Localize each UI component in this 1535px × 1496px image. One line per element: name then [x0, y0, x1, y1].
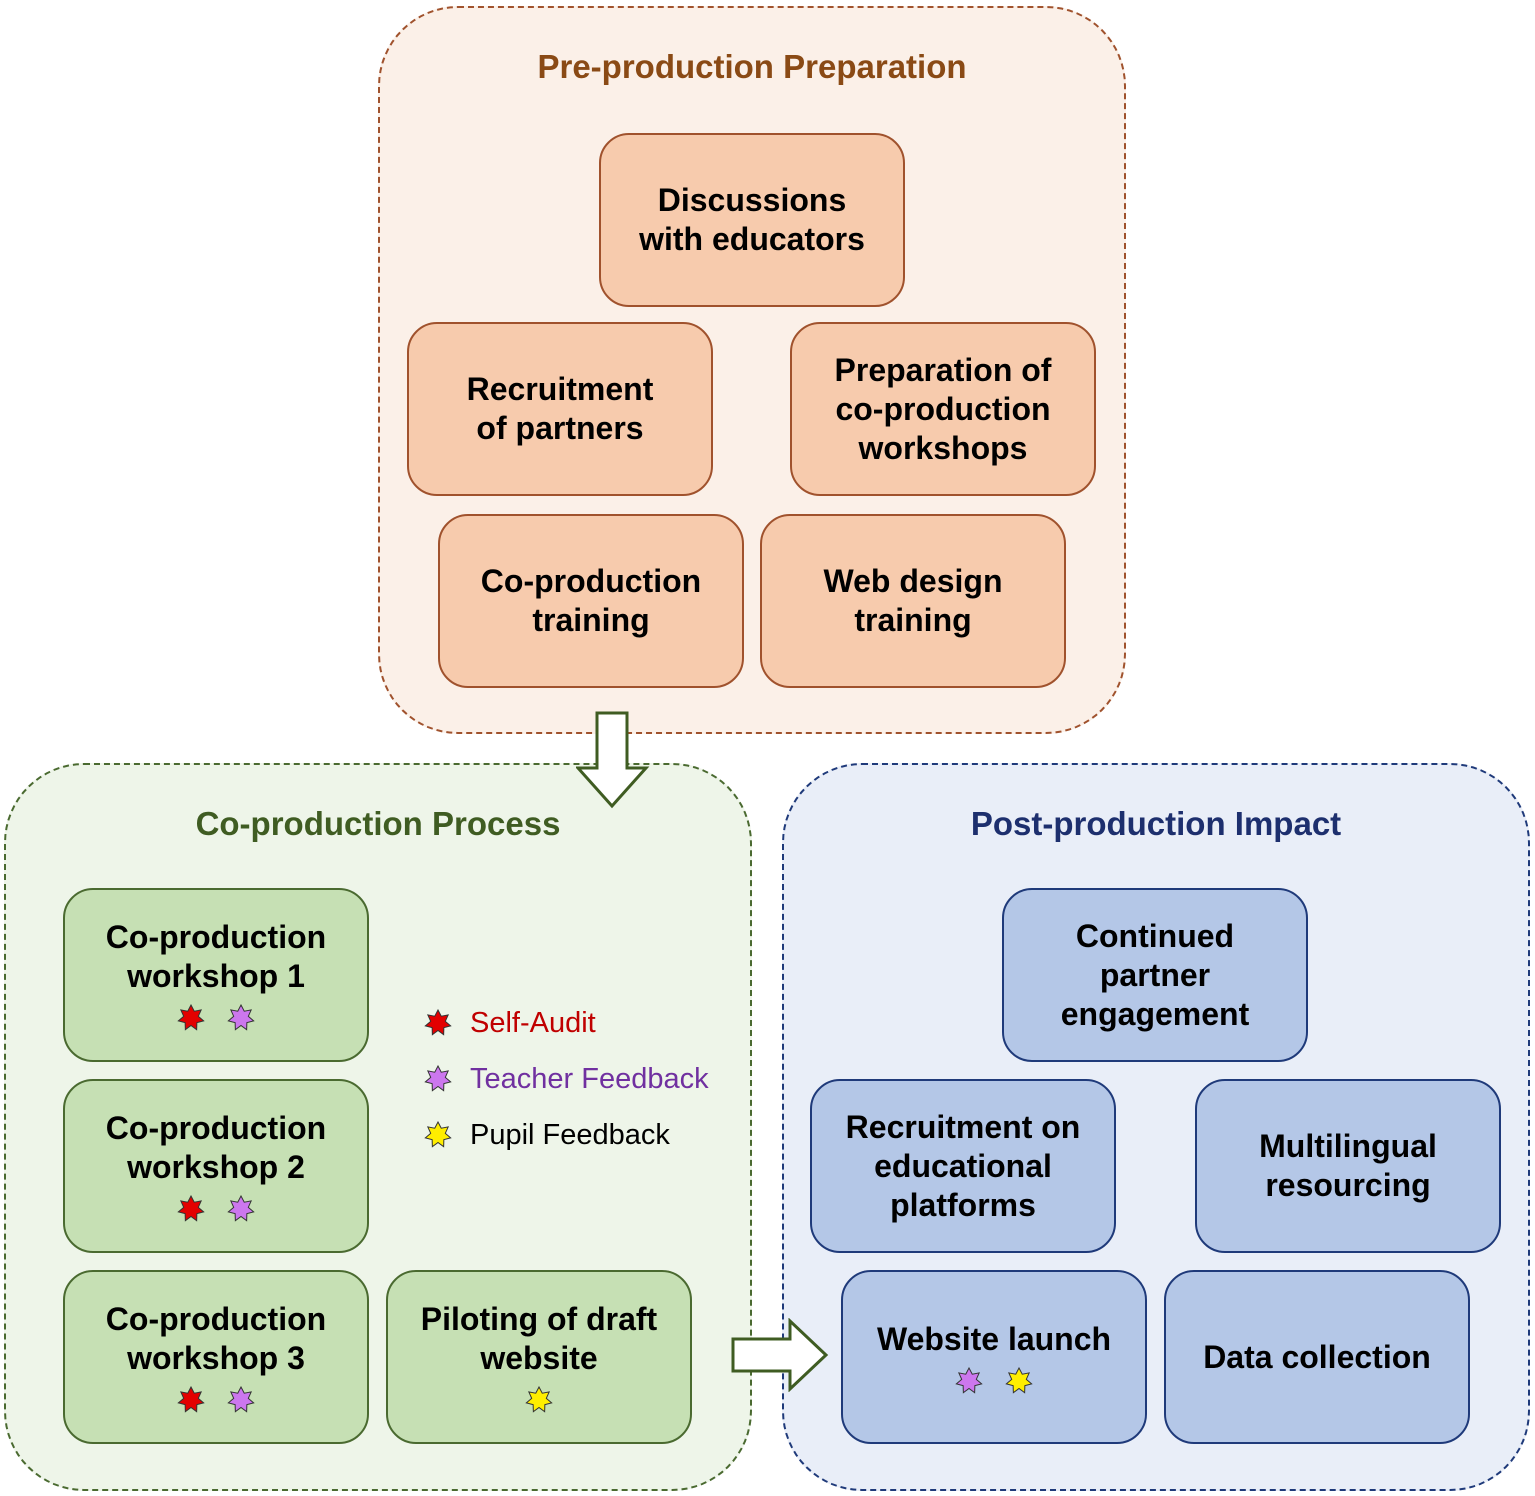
pupil-feedback-star-icon	[424, 1121, 452, 1148]
box-workshop-2: Co-production workshop 2	[63, 1079, 369, 1253]
self-audit-star-icon	[424, 1009, 452, 1036]
box-preparation-of-workshops: Preparation of co-production workshops	[790, 322, 1096, 496]
box-label: Multilingual resourcing	[1259, 1128, 1437, 1203]
legend-label: Pupil Feedback	[470, 1118, 670, 1151]
feedback-stars	[955, 1366, 1033, 1395]
box-web-design-training: Web design training	[760, 514, 1066, 688]
box-discussions-with-educators: Discussions with educators	[599, 133, 905, 307]
self-audit-star-icon	[177, 1386, 205, 1413]
box-label: Piloting of draft website	[420, 1301, 658, 1376]
box-label: Web design training	[823, 563, 1003, 638]
box-label: Discussions with educators	[639, 182, 865, 257]
feedback-stars	[525, 1386, 553, 1414]
pupil-feedback-star-icon	[1005, 1366, 1033, 1394]
post-production-title: Post-production Impact	[970, 805, 1342, 842]
box-workshop-3: Co-production workshop 3	[63, 1270, 369, 1444]
box-label: Recruitment of partners	[466, 371, 654, 446]
box-label: Data collection	[1203, 1338, 1431, 1375]
box-piloting-draft-website: Piloting of draft website	[386, 1270, 692, 1444]
box-multilingual-resourcing: Multilingual resourcing	[1195, 1079, 1501, 1253]
feedback-stars	[177, 1195, 255, 1223]
teacher-feedback-star-icon	[424, 1065, 452, 1092]
co-production-title: Co-production Process	[195, 805, 561, 842]
box-data-collection: Data collection	[1164, 1270, 1470, 1444]
legend-item-teacher-feedback: Teacher Feedback	[424, 1051, 744, 1107]
legend: Self-Audit Teacher Feedback Pupil Feedba…	[424, 995, 744, 1163]
box-co-production-training: Co-production training	[438, 514, 744, 688]
legend-label: Teacher Feedback	[470, 1062, 709, 1095]
teacher-feedback-star-icon	[227, 1004, 255, 1031]
legend-item-pupil-feedback: Pupil Feedback	[424, 1107, 744, 1163]
legend-item-self-audit: Self-Audit	[424, 995, 744, 1051]
box-label: Website launch	[876, 1320, 1112, 1357]
box-label: Continued partner engagement	[1060, 917, 1250, 1032]
box-label: Recruitment on educational platforms	[845, 1108, 1081, 1223]
teacher-feedback-star-icon	[227, 1386, 255, 1413]
self-audit-star-icon	[177, 1004, 205, 1031]
box-label: Preparation of co-production workshops	[834, 351, 1052, 466]
box-website-launch: Website launch	[841, 1270, 1147, 1444]
pupil-feedback-star-icon	[525, 1386, 553, 1413]
teacher-feedback-star-icon	[227, 1195, 255, 1222]
down-arrow-icon	[576, 711, 650, 809]
teacher-feedback-star-icon	[955, 1366, 983, 1394]
box-label: Co-production workshop 3	[105, 1301, 327, 1376]
box-label: Co-production workshop 1	[105, 919, 327, 994]
box-label: Co-production training	[480, 563, 702, 638]
right-arrow-icon	[731, 1318, 829, 1392]
box-label: Co-production workshop 2	[105, 1110, 327, 1185]
legend-label: Self-Audit	[470, 1006, 596, 1039]
pre-production-title: Pre-production Preparation	[537, 48, 967, 85]
feedback-stars	[177, 1004, 255, 1032]
box-recruitment-of-partners: Recruitment of partners	[407, 322, 713, 496]
self-audit-star-icon	[177, 1195, 205, 1222]
box-continued-partner-engagement: Continued partner engagement	[1002, 888, 1308, 1062]
box-recruitment-educational-platforms: Recruitment on educational platforms	[810, 1079, 1116, 1253]
box-workshop-1: Co-production workshop 1	[63, 888, 369, 1062]
feedback-stars	[177, 1386, 255, 1414]
